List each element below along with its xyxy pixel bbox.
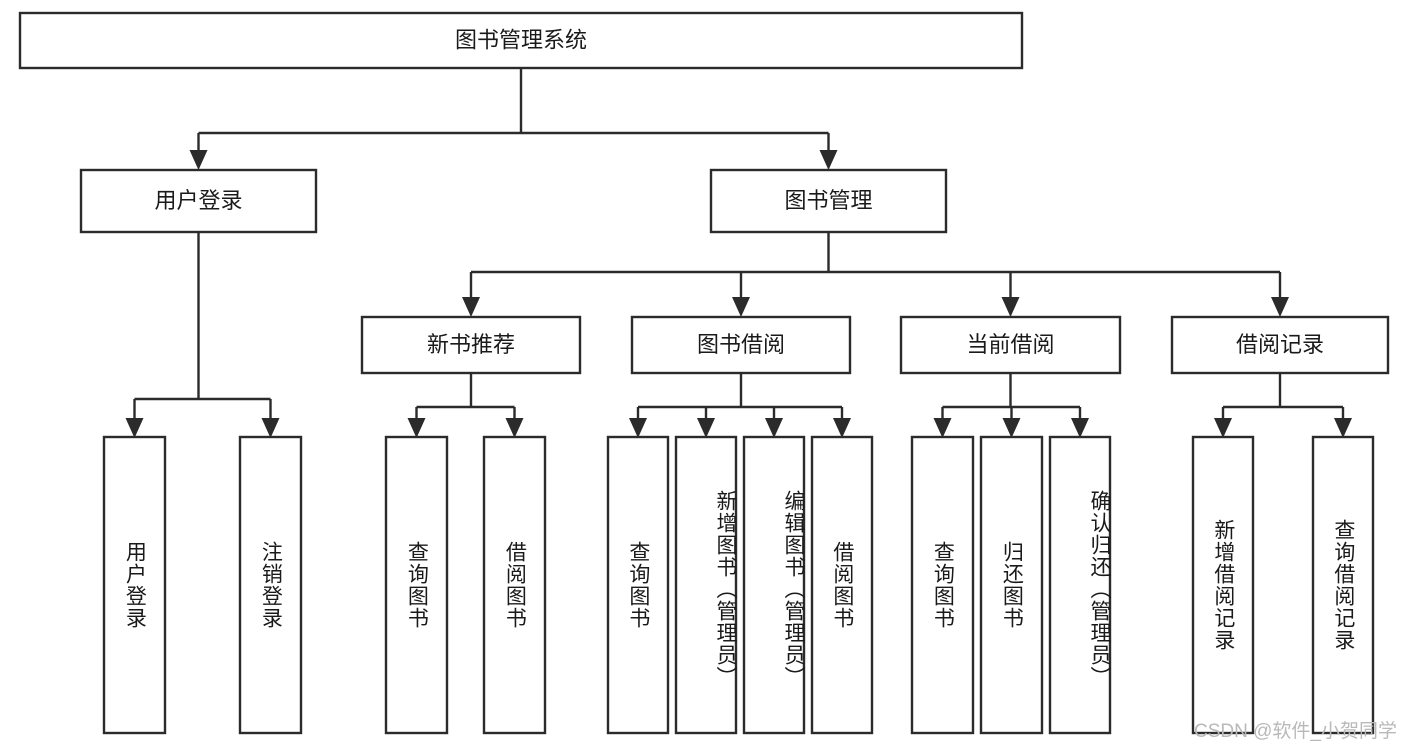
node-lf-8[interactable] bbox=[910, 435, 975, 735]
node-label: 新书推荐 bbox=[427, 332, 515, 357]
node-lf-12[interactable] bbox=[1311, 435, 1375, 735]
node-root[interactable] bbox=[18, 11, 1024, 70]
node-lf-1[interactable] bbox=[238, 435, 303, 735]
node-label: 新增图书（管理员） bbox=[714, 490, 737, 688]
node-label: 图书借阅 bbox=[697, 332, 785, 357]
node-l2-2[interactable] bbox=[899, 315, 1122, 375]
node-l1-1[interactable] bbox=[709, 168, 948, 234]
node-lf-4[interactable] bbox=[606, 435, 670, 735]
node-label: 查询借阅记录 bbox=[1331, 519, 1355, 651]
node-lf-9[interactable] bbox=[979, 435, 1044, 735]
node-lf-3[interactable] bbox=[482, 435, 547, 735]
node-label: 确认归还（管理员） bbox=[1088, 490, 1111, 688]
node-label: 借阅记录 bbox=[1236, 332, 1324, 357]
connector-edges bbox=[125, 68, 1352, 438]
node-l1-0[interactable] bbox=[79, 168, 318, 234]
node-lf-0[interactable] bbox=[102, 435, 167, 735]
node-label: 图书管理 bbox=[784, 188, 872, 213]
node-l2-1[interactable] bbox=[630, 315, 852, 375]
node-label: 新增借阅记录 bbox=[1211, 519, 1235, 651]
node-lf-6[interactable] bbox=[742, 435, 806, 735]
node-lf-11[interactable] bbox=[1191, 435, 1255, 735]
node-label: 归还图书 bbox=[1000, 541, 1024, 629]
node-label: 借阅图书 bbox=[503, 541, 527, 629]
node-lf-5[interactable] bbox=[674, 435, 738, 735]
node-lf-10[interactable] bbox=[1048, 435, 1112, 735]
node-label: 编辑图书（管理员） bbox=[782, 490, 805, 688]
node-label: 借阅图书 bbox=[830, 541, 854, 629]
node-lf-7[interactable] bbox=[810, 435, 874, 735]
node-label: 查询图书 bbox=[626, 541, 650, 629]
node-l2-0[interactable] bbox=[360, 315, 582, 375]
node-label: 查询图书 bbox=[931, 541, 955, 629]
node-label: 用户登录 bbox=[123, 541, 147, 629]
node-label: 注销登录 bbox=[259, 541, 283, 629]
watermark-text: CSDN @软件_小贺同学 bbox=[1194, 721, 1397, 742]
node-label: 当前借阅 bbox=[966, 332, 1054, 357]
node-label: 查询图书 bbox=[405, 541, 429, 629]
node-label: 图书管理系统 bbox=[455, 27, 587, 52]
node-l2-3[interactable] bbox=[1170, 315, 1390, 375]
node-label: 用户登录 bbox=[154, 188, 242, 213]
node-lf-2[interactable] bbox=[384, 435, 449, 735]
